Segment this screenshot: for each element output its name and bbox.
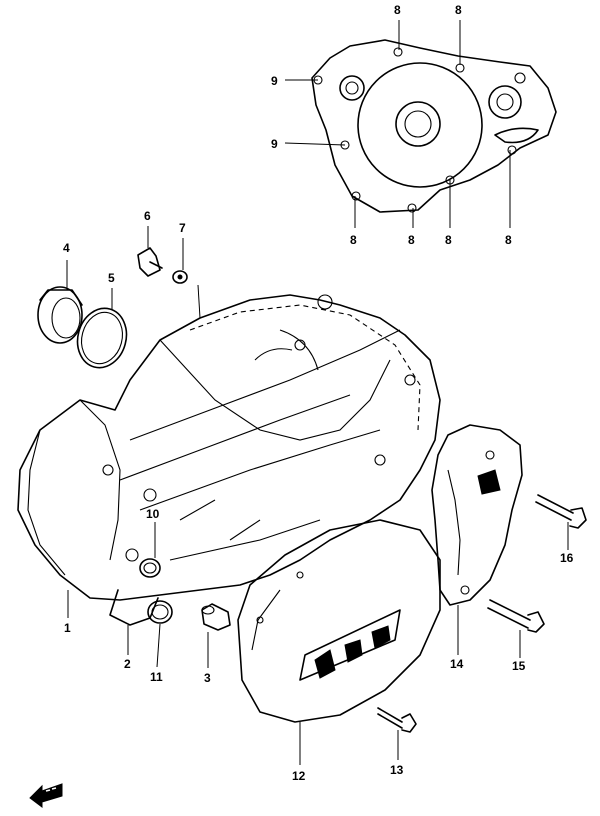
oil-seal (37, 286, 83, 344)
washer (172, 270, 188, 284)
inner-gasket-dashed-line (189, 304, 421, 431)
o-ring-11 (147, 600, 173, 624)
callout-16: 16 (560, 551, 574, 565)
screw-15 (487, 599, 545, 633)
callout-8: 8 (505, 233, 512, 247)
callout-14: 14 (450, 657, 464, 671)
callout-labels: 8 8 9 9 8 8 8 8 6 7 4 5 10 1 2 11 3 12 1… (63, 3, 574, 783)
crankcase-cover (17, 294, 441, 601)
screw-16 (535, 494, 587, 529)
callout-13: 13 (390, 763, 404, 777)
callout-1: 1 (64, 621, 71, 635)
callout-3: 3 (204, 671, 211, 685)
callout-4: 4 (63, 241, 70, 255)
callout-12: 12 (292, 769, 306, 783)
callout-10: 10 (146, 507, 160, 521)
crankcase-gasket (311, 39, 557, 213)
crankcase-lower-flange (109, 589, 159, 626)
callout-7: 7 (179, 221, 186, 235)
callout-2: 2 (124, 657, 131, 671)
bolt-6 (137, 247, 163, 277)
o-ring (76, 307, 128, 369)
callout-8: 8 (394, 3, 401, 17)
dowel-pin (201, 603, 231, 631)
callout-9: 9 (271, 137, 278, 151)
emblem-plate (299, 609, 401, 681)
screw-13 (377, 707, 417, 733)
callout-8: 8 (445, 233, 452, 247)
callout-8: 8 (455, 3, 462, 17)
callout-5: 5 (108, 271, 115, 285)
bracket-cover (431, 424, 523, 606)
callout-8: 8 (408, 233, 415, 247)
clutch-cover (237, 519, 441, 723)
front-direction-arrow-icon (29, 783, 63, 808)
callout-6: 6 (144, 209, 151, 223)
o-ring-small (139, 558, 161, 578)
callout-8: 8 (350, 233, 357, 247)
callout-9: 9 (271, 74, 278, 88)
leader-lines (66, 20, 569, 765)
callout-11: 11 (150, 670, 163, 684)
callout-15: 15 (512, 659, 526, 673)
